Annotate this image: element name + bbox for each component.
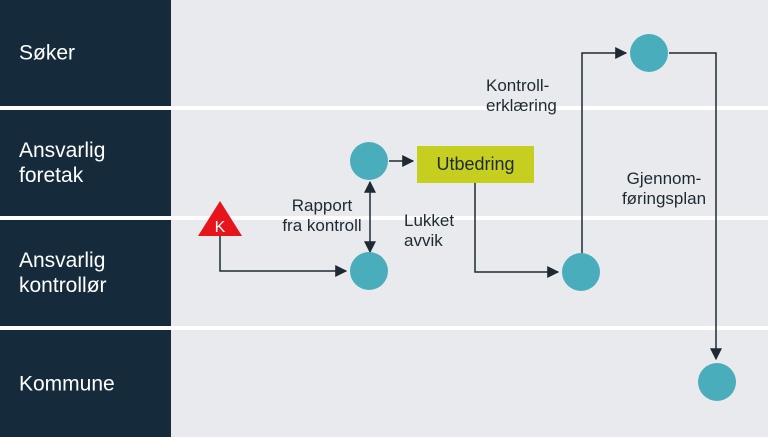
label-lukket-avvik: Lukket avvik (404, 211, 455, 250)
node-kontrollor-circle-2 (562, 253, 600, 291)
node-kontrollor-circle (350, 252, 388, 290)
lane-label: Kommune (19, 372, 115, 395)
utbedring-box: Utbedring (417, 146, 534, 183)
lane-ansvarlig-kontrollor: Ansvarlig kontrollør (0, 220, 768, 326)
lane-label: Ansvarlig kontrollør (19, 249, 107, 297)
lane-body (171, 220, 768, 326)
k-marker-triangle (198, 201, 242, 236)
lane-body (171, 330, 768, 437)
k-marker-label: K (215, 219, 226, 236)
lane-body (171, 0, 768, 106)
lane-label-box: Kommune (0, 330, 171, 437)
label-kontrollerklaering: Kontroll- erklæring (486, 76, 557, 115)
lane-label: Søker (19, 41, 76, 65)
edge-k-to-kontrollor (219, 236, 348, 277)
node-foretak-circle (350, 142, 388, 180)
edge-kontrollerklaering (581, 47, 628, 253)
lane-label: Ansvarlig foretak (19, 139, 106, 187)
lane-label-box: Søker (0, 0, 171, 106)
edge-lukket-avvik (474, 183, 560, 278)
edge-gjennomforingsplan (669, 52, 722, 361)
lane-label-box: Ansvarlig foretak (0, 110, 171, 216)
lane-kommune: Kommune (0, 330, 768, 437)
node-soker-circle (630, 34, 668, 72)
lane-label-box: Ansvarlig kontrollør (0, 220, 171, 326)
lane-soker: Søker (0, 0, 768, 106)
node-kommune-circle (698, 363, 736, 401)
label-gjennomforingsplan: Gjennom- føringsplan (621, 169, 707, 208)
label-rapport-fra-kontroll: Rapport fra kontroll (282, 196, 362, 235)
